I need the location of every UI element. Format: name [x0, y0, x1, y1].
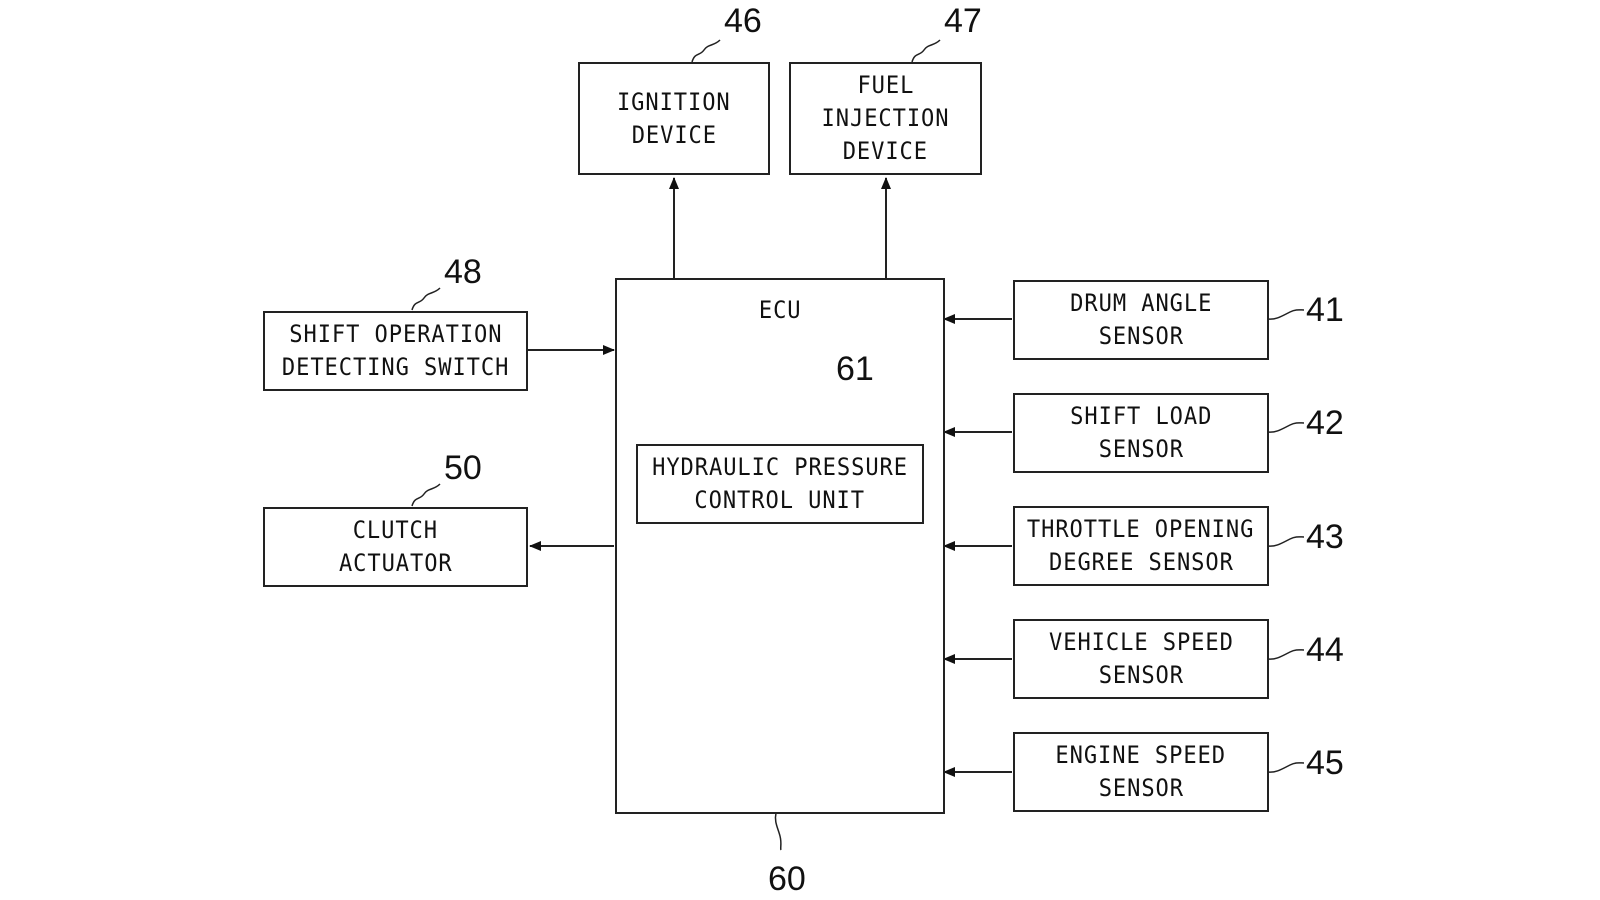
- fuel-injection-label-line2: INJECTION: [821, 104, 950, 132]
- fuel-injection-label-line1: FUEL: [857, 71, 914, 99]
- sensor-45-label-line1: ENGINE SPEED: [1055, 741, 1227, 769]
- leader-41: [1267, 309, 1305, 320]
- shift-operation-detecting-switch-block: SHIFT OPERATION DETECTING SWITCH: [263, 311, 528, 391]
- leader-44: [1267, 649, 1305, 660]
- sensor-43-label-line2: DEGREE SENSOR: [1048, 548, 1234, 576]
- sensor-43-label-line1: THROTTLE OPENING: [1027, 515, 1255, 543]
- leader-46: [691, 39, 721, 63]
- clutch-actuator-block: CLUTCH ACTUATOR: [263, 507, 528, 587]
- clutch-actuator-label-line2: ACTUATOR: [338, 549, 453, 577]
- hydraulic-unit-label-line2: CONTROL UNIT: [694, 486, 866, 514]
- sensor-45-label-line2: SENSOR: [1098, 774, 1184, 802]
- ref-number-41: 41: [1306, 291, 1344, 329]
- leader-45: [1267, 762, 1305, 773]
- ref-number-47: 47: [944, 2, 982, 40]
- sensor-42-label-line1: SHIFT LOAD: [1069, 402, 1213, 430]
- leader-50: [411, 483, 441, 507]
- leader-47: [911, 39, 941, 63]
- ref-number-50: 50: [444, 449, 482, 487]
- leader-60: [774, 812, 782, 851]
- sensor-41-label-line1: DRUM ANGLE: [1069, 289, 1213, 317]
- throttle-opening-degree-sensor-block: THROTTLE OPENING DEGREE SENSOR: [1013, 506, 1269, 586]
- ref-number-48: 48: [444, 253, 482, 291]
- leader-48: [411, 287, 441, 311]
- leader-42: [1267, 422, 1305, 433]
- hydraulic-unit-label-line1: HYDRAULIC PRESSURE: [652, 453, 908, 481]
- ref-number-43: 43: [1306, 518, 1344, 556]
- shift-switch-label-line2: DETECTING SWITCH: [281, 353, 510, 381]
- shift-switch-label-line1: SHIFT OPERATION: [288, 320, 503, 348]
- ecu-label: ECU: [758, 296, 802, 324]
- ref-number-44: 44: [1306, 631, 1344, 669]
- vehicle-speed-sensor-block: VEHICLE SPEED SENSOR: [1013, 619, 1269, 699]
- ref-number-46: 46: [724, 2, 762, 40]
- shift-load-sensor-block: SHIFT LOAD SENSOR: [1013, 393, 1269, 473]
- engine-speed-sensor-block: ENGINE SPEED SENSOR: [1013, 732, 1269, 812]
- sensor-42-label-line2: SENSOR: [1098, 435, 1184, 463]
- clutch-actuator-label-line1: CLUTCH: [352, 516, 439, 544]
- leader-43: [1267, 536, 1305, 547]
- ref-number-45: 45: [1306, 744, 1344, 782]
- fuel-injection-device-block: FUEL INJECTION DEVICE: [789, 62, 982, 175]
- ref-number-42: 42: [1306, 404, 1344, 442]
- ignition-device-label-line1: IGNITION: [617, 87, 731, 116]
- sensor-44-label-line2: SENSOR: [1098, 661, 1184, 689]
- fuel-injection-label-line3: DEVICE: [842, 137, 929, 165]
- drum-angle-sensor-block: DRUM ANGLE SENSOR: [1013, 280, 1269, 360]
- ref-number-60: 60: [768, 860, 806, 898]
- sensor-44-label-line1: VEHICLE SPEED: [1048, 628, 1234, 656]
- ignition-device-label-line2: DEVICE: [631, 120, 717, 149]
- ecu-block: ECU: [615, 278, 945, 814]
- ref-number-61: 61: [836, 350, 874, 388]
- sensor-41-label-line2: SENSOR: [1098, 322, 1184, 350]
- ignition-device-block: IGNITION DEVICE: [578, 62, 770, 175]
- hydraulic-pressure-control-unit-block: HYDRAULIC PRESSURE CONTROL UNIT: [636, 444, 924, 524]
